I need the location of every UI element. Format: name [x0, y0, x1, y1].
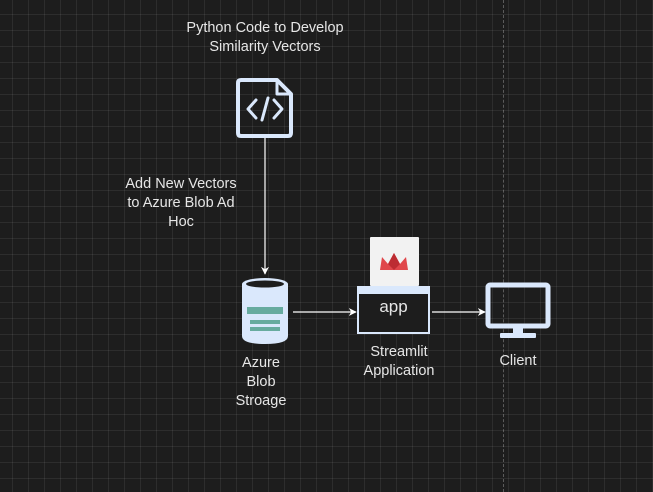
- app-window-titlebar: [359, 288, 428, 294]
- client-label: Client: [499, 353, 537, 369]
- streamlit-crown-icon: [380, 253, 408, 270]
- streamlit-label: Streamlit Application: [363, 344, 435, 379]
- database-cylinder-icon[interactable]: [242, 278, 288, 344]
- python-code-label: Python Code to Develop Similarity Vector…: [186, 20, 344, 55]
- page-boundary-guide: [503, 0, 504, 492]
- streamlit-app-box[interactable]: app: [357, 286, 430, 334]
- streamlit-logo-card: [370, 237, 419, 286]
- code-file-icon[interactable]: [236, 78, 293, 138]
- edge-label-add-vectors: Add New Vectors to Azure Blob Ad Hoc: [125, 176, 237, 230]
- azure-blob-label: Azure Blob Stroage: [235, 355, 287, 409]
- monitor-icon[interactable]: [485, 282, 551, 338]
- app-box-label: app: [379, 297, 408, 316]
